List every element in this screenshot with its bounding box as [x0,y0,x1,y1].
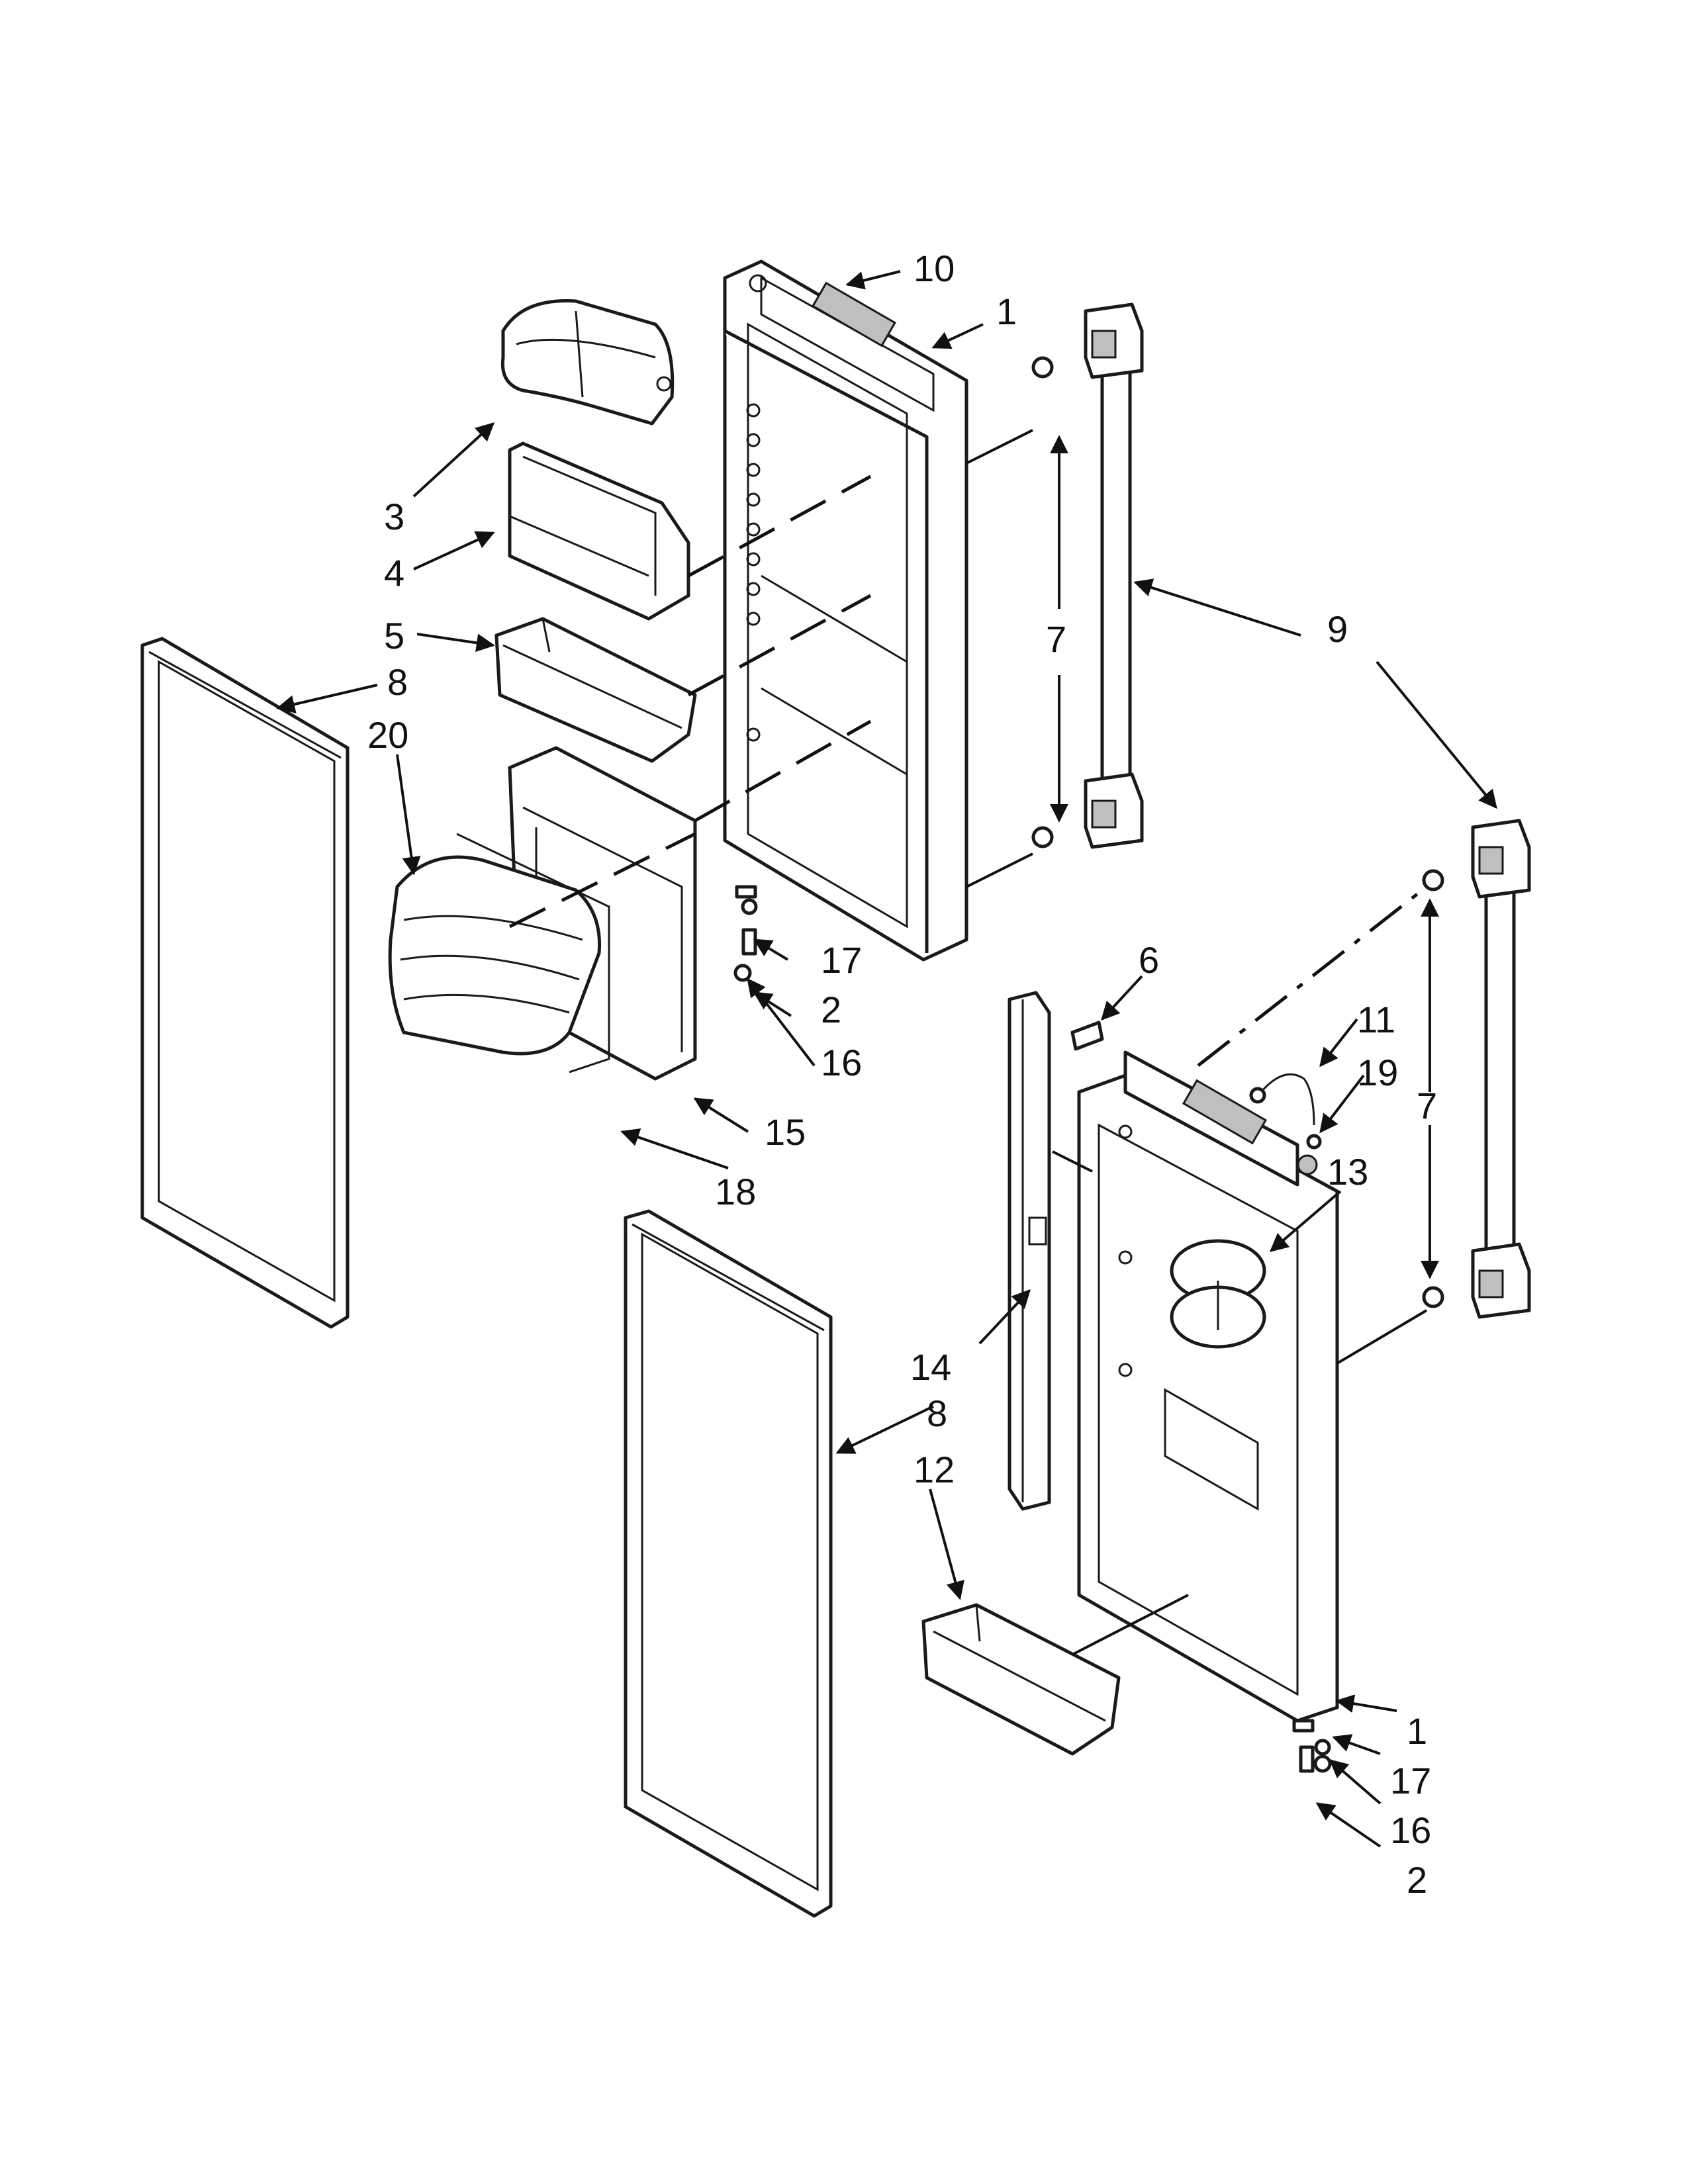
callout-12: 12 [914,1449,955,1490]
callout-2-lower: 2 [1407,1859,1427,1901]
dispenser-trim-strip [1008,991,1051,1511]
callout-9: 9 [1327,608,1348,650]
right-liner-top-vents [1182,1079,1268,1145]
callout-18: 18 [715,1171,756,1212]
left-liner-shelf-bumps [746,403,761,742]
callout-17-lower: 17 [1390,1760,1431,1801]
callout-1-lower: 1 [1407,1710,1427,1752]
fitting-19 [1306,1134,1322,1150]
callout-4: 4 [384,552,404,594]
callout-2-upper: 2 [821,989,841,1030]
bin-door-frame [456,833,610,1073]
callout-15: 15 [765,1111,806,1153]
callout-3: 3 [384,496,404,537]
hinge-screw-upper [1070,1021,1104,1051]
callout-20: 20 [367,714,408,756]
left-liner-top-vents [811,281,897,347]
callout-8-upper: 8 [387,661,408,703]
leader-arrows [276,270,1497,1848]
upper-door-handle [1084,302,1144,849]
water-tube [1249,1073,1315,1126]
bin-door [388,855,602,1056]
lower-door-handle [1471,819,1531,1319]
callout-7-upper: 7 [1046,618,1066,660]
callout-16-upper: 16 [821,1042,862,1083]
upper-handle-studs [1031,356,1054,848]
assembly-lines [508,429,1428,1656]
right-door-gasket [624,1209,833,1918]
lower-handle-studs [1422,869,1444,1308]
callout-14: 14 [910,1346,951,1388]
callout-16-lower: 16 [1390,1809,1431,1851]
callout-10: 10 [914,248,955,289]
lower-hinge-hardware [1292,1719,1332,1773]
callout-17-upper: 17 [821,939,862,981]
small-door-bin [494,617,697,763]
callout-1-upper: 1 [996,291,1017,332]
callout-11: 11 [1357,999,1395,1040]
upper-hinge-hardware [733,885,758,982]
right-door-liner [1077,1050,1339,1723]
callout-19: 19 [1357,1052,1398,1093]
bin-frame [508,441,690,621]
callout-labels: 10 1 3 4 5 8 20 7 9 17 2 16 15 18 6 11 1… [367,248,1437,1901]
ice-chute-opening [1170,1239,1266,1349]
callout-13: 13 [1327,1151,1368,1193]
callout-7-lower: 7 [1417,1085,1437,1126]
callout-5: 5 [384,615,404,657]
bin-cover [500,299,675,426]
lower-door-bin [921,1603,1121,1756]
callout-6: 6 [1139,939,1159,981]
callout-8-lower: 8 [927,1392,947,1434]
left-door-gasket [140,637,350,1329]
